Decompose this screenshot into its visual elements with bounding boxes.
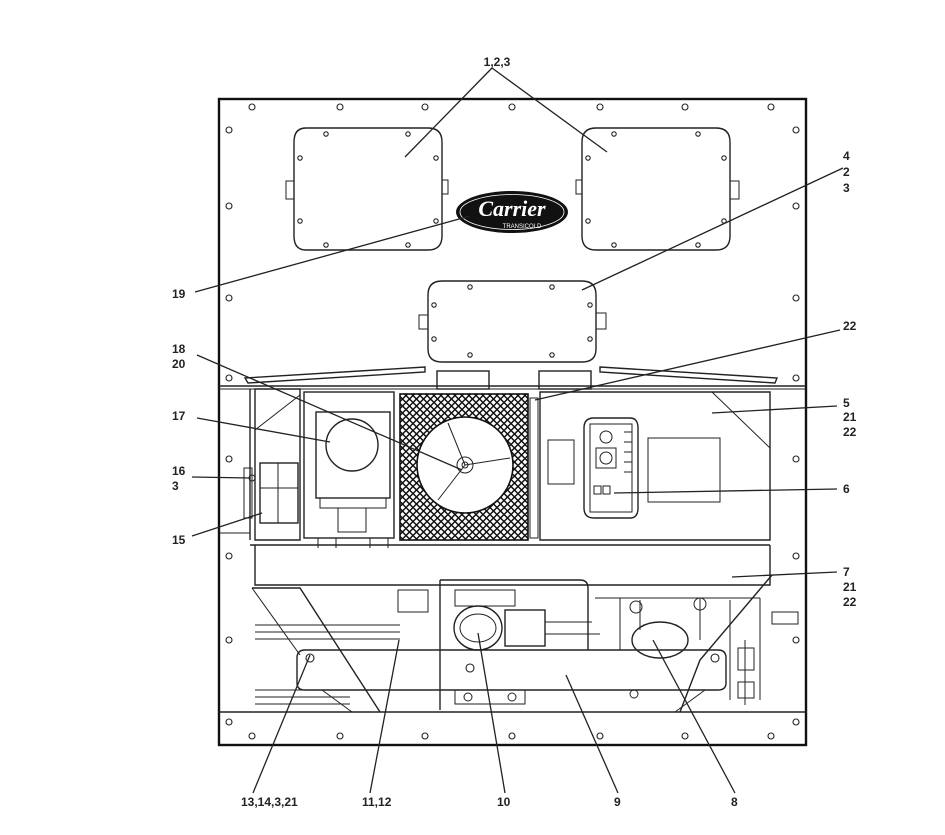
callout-9: 9 bbox=[614, 795, 621, 809]
callout-6: 6 bbox=[843, 482, 850, 496]
callout-5-22: 22 bbox=[843, 425, 857, 439]
round-sight-cover bbox=[325, 418, 379, 472]
callout-7-22: 22 bbox=[843, 595, 857, 609]
condenser-fan-grille bbox=[399, 393, 539, 541]
callout-16: 16 bbox=[172, 464, 186, 478]
control-box bbox=[539, 391, 771, 541]
callout-13-14-3-21: 13,14,3,21 bbox=[241, 795, 298, 809]
callout-4-3: 3 bbox=[843, 181, 850, 195]
callout-4-2: 2 bbox=[843, 165, 850, 179]
upper-right-access-panel bbox=[575, 127, 740, 251]
callout-17: 17 bbox=[172, 409, 186, 423]
callout-16-3: 3 bbox=[172, 479, 179, 493]
callout-1-2-3: 1,2,3 bbox=[484, 55, 511, 69]
front-bumper-guard bbox=[296, 649, 727, 713]
middle-access-panel bbox=[418, 280, 607, 363]
receiver-and-piping bbox=[595, 597, 799, 705]
logo-text: Carrier bbox=[478, 196, 546, 221]
callout-7: 7 bbox=[843, 565, 850, 579]
leader-lines bbox=[191, 67, 844, 794]
evaporator-motor-housing bbox=[254, 388, 395, 548]
logo-subtext: TRANSICOLD bbox=[503, 224, 542, 230]
callout-4: 4 bbox=[843, 149, 850, 163]
callout-20: 20 bbox=[172, 357, 186, 371]
callout-15: 15 bbox=[172, 533, 186, 547]
callout-18: 18 bbox=[172, 342, 186, 356]
frame-bolt-holes bbox=[225, 103, 800, 740]
callout-7-21: 21 bbox=[843, 580, 857, 594]
callout-11-12: 11,12 bbox=[362, 795, 392, 809]
callout-22-top: 22 bbox=[843, 319, 857, 333]
callout-19: 19 bbox=[172, 287, 186, 301]
carrier-logo: Carrier TRANSICOLD bbox=[456, 191, 568, 233]
upper-left-access-panel bbox=[285, 127, 449, 251]
callout-10: 10 bbox=[497, 795, 511, 809]
lower-compartment bbox=[250, 544, 773, 713]
heater-block bbox=[248, 462, 299, 524]
callout-5-21: 21 bbox=[843, 410, 857, 424]
callout-5: 5 bbox=[843, 396, 850, 410]
callout-8: 8 bbox=[731, 795, 738, 809]
